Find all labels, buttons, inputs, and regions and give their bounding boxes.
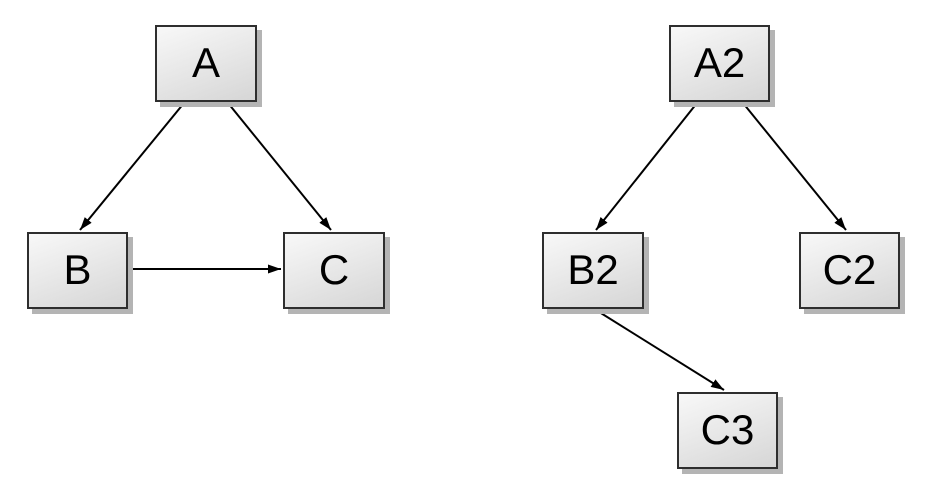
node-A: A <box>155 25 257 102</box>
node-B2: B2 <box>542 232 644 309</box>
node-label: B <box>63 245 92 293</box>
node-C: C <box>283 232 385 309</box>
node-label: C <box>318 245 350 293</box>
edges-group <box>79 102 847 391</box>
node-label: C3 <box>700 405 755 453</box>
edge-B2-to-C3 <box>595 309 725 391</box>
node-B: B <box>27 232 128 309</box>
node-label: B2 <box>567 245 619 293</box>
edge-A-to-B <box>79 102 185 231</box>
node-A2: A2 <box>669 25 770 102</box>
node-label: C2 <box>822 245 877 293</box>
edge-A-to-C <box>227 102 332 231</box>
edge-A2-to-C2 <box>742 102 847 231</box>
node-C3: C3 <box>677 392 778 469</box>
node-label: A <box>191 38 220 86</box>
edge-A2-to-B2 <box>595 102 698 231</box>
node-C2: C2 <box>799 232 900 309</box>
node-label: A2 <box>693 38 746 86</box>
